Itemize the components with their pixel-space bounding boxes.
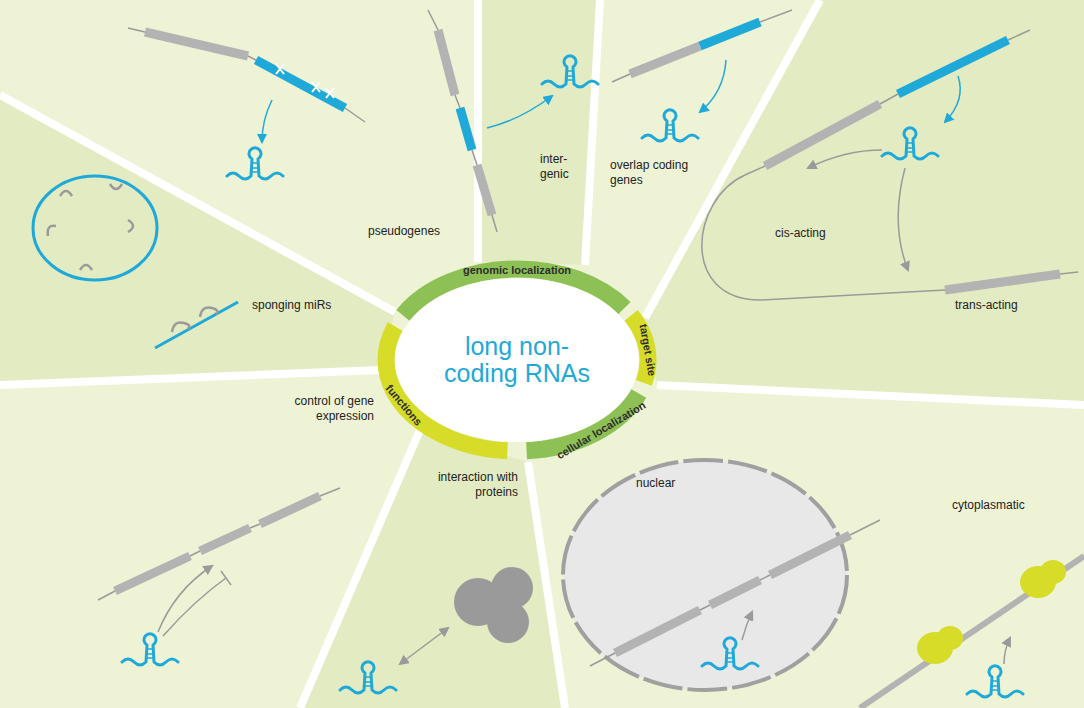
nucleus-icon [563, 460, 880, 690]
target-label: cis-acting [775, 226, 855, 241]
overlap-gene-icon [612, 10, 792, 141]
band-label: target site [638, 323, 659, 377]
origin-label: overlap coding genes [610, 158, 702, 188]
ribosome-icon [860, 556, 1084, 708]
mirna-sponge-icon [33, 176, 238, 348]
gene-control-icon [98, 488, 340, 665]
ring-band: genomic localization [463, 264, 571, 276]
band-label: genomic localization [463, 264, 571, 276]
ring-band: target site [638, 323, 659, 377]
function-label: control of gene expression [284, 394, 374, 424]
center-title: long non-coding RNAs [442, 333, 592, 387]
pseudogene-icon [128, 28, 365, 179]
protein-icon [340, 567, 533, 693]
location-label: nuclear [636, 476, 716, 491]
cis-trans-icon [702, 30, 1078, 300]
center-ellipse: long non-coding RNAs [395, 278, 639, 442]
target-label: trans-acting [955, 298, 1055, 313]
function-label: sponging miRs [252, 298, 352, 313]
function-label: interaction with proteins [432, 470, 518, 500]
location-label: cytoplasmatic [952, 498, 1062, 513]
intergenic-icon [428, 10, 598, 232]
origin-label: pseudogenes [368, 224, 458, 239]
origin-label: inter- genic [540, 152, 580, 182]
